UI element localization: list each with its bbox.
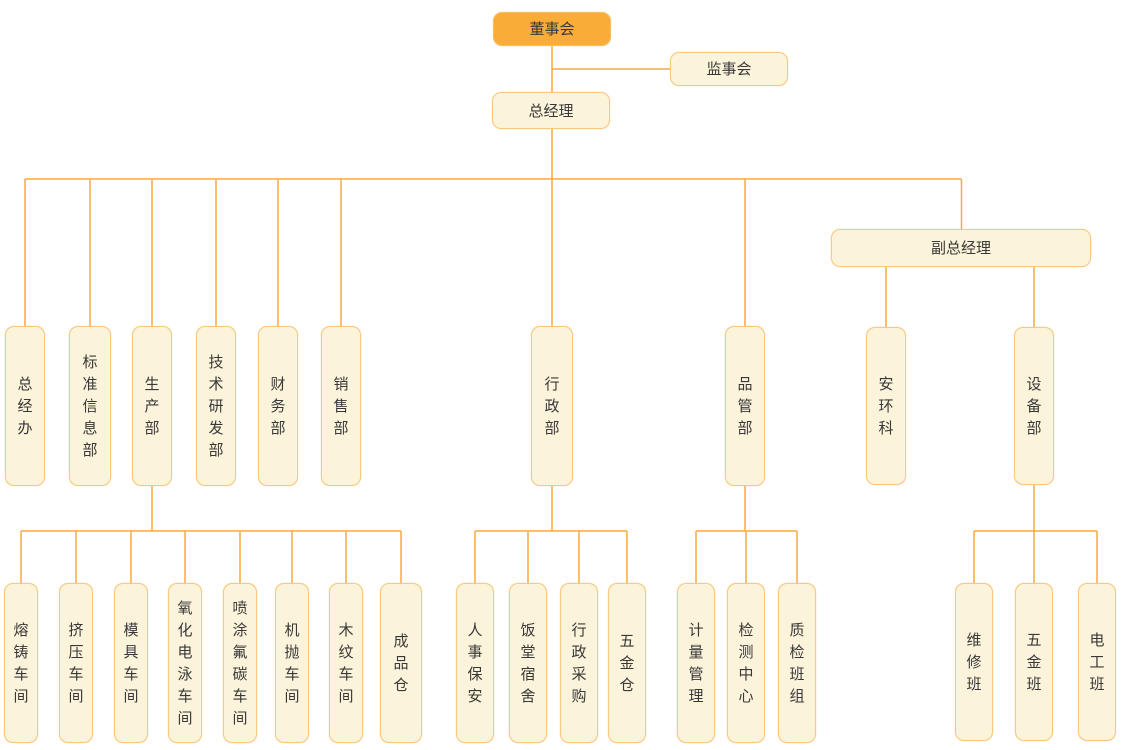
node-board-label: 董事会 bbox=[529, 20, 575, 38]
node-general-manager[interactable]: 总经理 bbox=[492, 92, 610, 129]
node-label: 生产部 bbox=[144, 375, 160, 437]
node-casting-workshop[interactable]: 熔铸车间 bbox=[4, 583, 38, 743]
node-quality-inspection-team[interactable]: 质检班组 bbox=[778, 583, 816, 743]
node-hr-security[interactable]: 人事保安 bbox=[456, 583, 494, 743]
node-label: 财务部 bbox=[270, 375, 286, 437]
node-machine-polishing-workshop[interactable]: 机抛车间 bbox=[275, 583, 309, 743]
node-deputy-general-manager-label: 副总经理 bbox=[930, 239, 991, 257]
node-label: 喷涂氟碳车间 bbox=[232, 599, 248, 727]
node-label: 销售部 bbox=[333, 375, 349, 437]
node-label: 五金仓 bbox=[619, 632, 635, 694]
node-supervisory-board[interactable]: 监事会 bbox=[670, 52, 788, 86]
node-admin-procurement[interactable]: 行政采购 bbox=[560, 583, 598, 743]
node-label: 行政采购 bbox=[571, 621, 587, 705]
node-label: 机抛车间 bbox=[284, 621, 300, 705]
node-maintenance-team[interactable]: 维修班 bbox=[955, 583, 993, 741]
node-safety-env-section[interactable]: 安环科 bbox=[866, 327, 906, 485]
node-canteen-dormitory[interactable]: 饭堂宿舍 bbox=[509, 583, 547, 743]
node-metrology-management[interactable]: 计量管理 bbox=[677, 583, 715, 743]
node-hardware-warehouse[interactable]: 五金仓 bbox=[608, 583, 646, 743]
node-label: 维修班 bbox=[966, 631, 982, 693]
node-label: 氧化电泳车间 bbox=[177, 599, 193, 727]
node-finished-goods-warehouse[interactable]: 成品仓 bbox=[380, 583, 422, 743]
node-label: 品管部 bbox=[737, 375, 753, 437]
node-hardware-team[interactable]: 五金班 bbox=[1015, 583, 1053, 741]
node-label: 检测中心 bbox=[738, 621, 754, 705]
node-standards-info-dept[interactable]: 标准信息部 bbox=[69, 326, 111, 486]
node-label: 计量管理 bbox=[688, 621, 704, 705]
node-deputy-general-manager[interactable]: 副总经理 bbox=[831, 229, 1091, 267]
node-finance-dept[interactable]: 财务部 bbox=[258, 326, 298, 486]
node-label: 安环科 bbox=[878, 375, 894, 437]
node-testing-center[interactable]: 检测中心 bbox=[727, 583, 765, 743]
node-supervisory-board-label: 监事会 bbox=[706, 60, 752, 78]
node-wood-grain-workshop[interactable]: 木纹车间 bbox=[329, 583, 363, 743]
node-label: 设备部 bbox=[1026, 375, 1042, 437]
node-production-dept[interactable]: 生产部 bbox=[132, 326, 172, 486]
node-general-manager-label: 总经理 bbox=[528, 101, 574, 120]
node-tech-rd-dept[interactable]: 技术研发部 bbox=[196, 326, 236, 486]
node-label: 熔铸车间 bbox=[13, 621, 29, 705]
node-label: 标准信息部 bbox=[82, 353, 98, 459]
node-label: 质检班组 bbox=[789, 621, 805, 705]
node-board[interactable]: 董事会 bbox=[493, 12, 611, 46]
node-label: 饭堂宿舍 bbox=[520, 621, 536, 705]
node-label: 挤压车间 bbox=[68, 621, 84, 705]
node-label: 木纹车间 bbox=[338, 621, 354, 705]
node-label: 成品仓 bbox=[393, 632, 409, 694]
node-label: 行政部 bbox=[544, 375, 560, 437]
node-fluorocarbon-spraying-workshop[interactable]: 喷涂氟碳车间 bbox=[223, 583, 257, 743]
node-mold-workshop[interactable]: 模具车间 bbox=[114, 583, 148, 743]
node-general-manager-office[interactable]: 总经办 bbox=[5, 326, 45, 486]
node-label: 技术研发部 bbox=[208, 353, 224, 459]
node-extrusion-workshop[interactable]: 挤压车间 bbox=[59, 583, 93, 743]
node-equipment-dept[interactable]: 设备部 bbox=[1014, 327, 1054, 485]
node-quality-dept[interactable]: 品管部 bbox=[725, 326, 765, 486]
node-label: 总经办 bbox=[17, 375, 33, 437]
node-label: 电工班 bbox=[1089, 631, 1105, 693]
node-label: 模具车间 bbox=[123, 621, 139, 705]
node-label: 人事保安 bbox=[467, 621, 483, 705]
node-sales-dept[interactable]: 销售部 bbox=[321, 326, 361, 486]
node-oxidation-electrophoresis-workshop[interactable]: 氧化电泳车间 bbox=[168, 583, 202, 743]
node-electrician-team[interactable]: 电工班 bbox=[1078, 583, 1116, 741]
node-label: 五金班 bbox=[1026, 631, 1042, 693]
node-admin-dept[interactable]: 行政部 bbox=[531, 326, 573, 486]
